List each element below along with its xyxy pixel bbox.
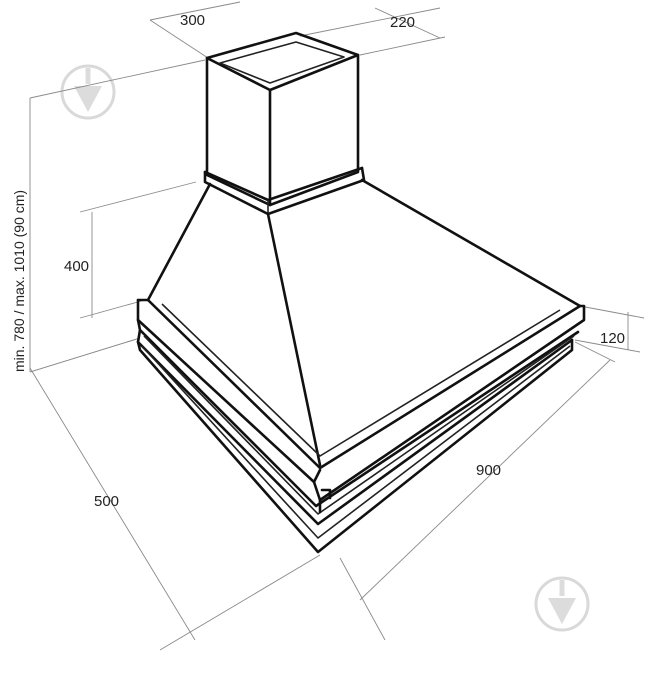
hood-depth-label: 500 (94, 493, 119, 510)
dimension-labels: 300 220 min. 780 / max. 1010 (90 cm) 400… (11, 12, 625, 510)
hood-height-label: 400 (64, 258, 89, 275)
chimney-depth-label: 220 (390, 14, 415, 31)
hood-width-label: 900 (476, 462, 501, 479)
dimension-lines (29, 1, 645, 651)
frame-height-label: 120 (600, 330, 625, 347)
chimney-width-label: 300 (180, 12, 205, 29)
hood-frame (136, 298, 586, 554)
overall-height-label: min. 780 / max. 1010 (90 cm) (11, 190, 27, 372)
watermark-logo-icon (534, 576, 590, 632)
watermark-logo-icon (60, 64, 116, 120)
hood-body (136, 178, 582, 470)
chimney (203, 31, 366, 216)
